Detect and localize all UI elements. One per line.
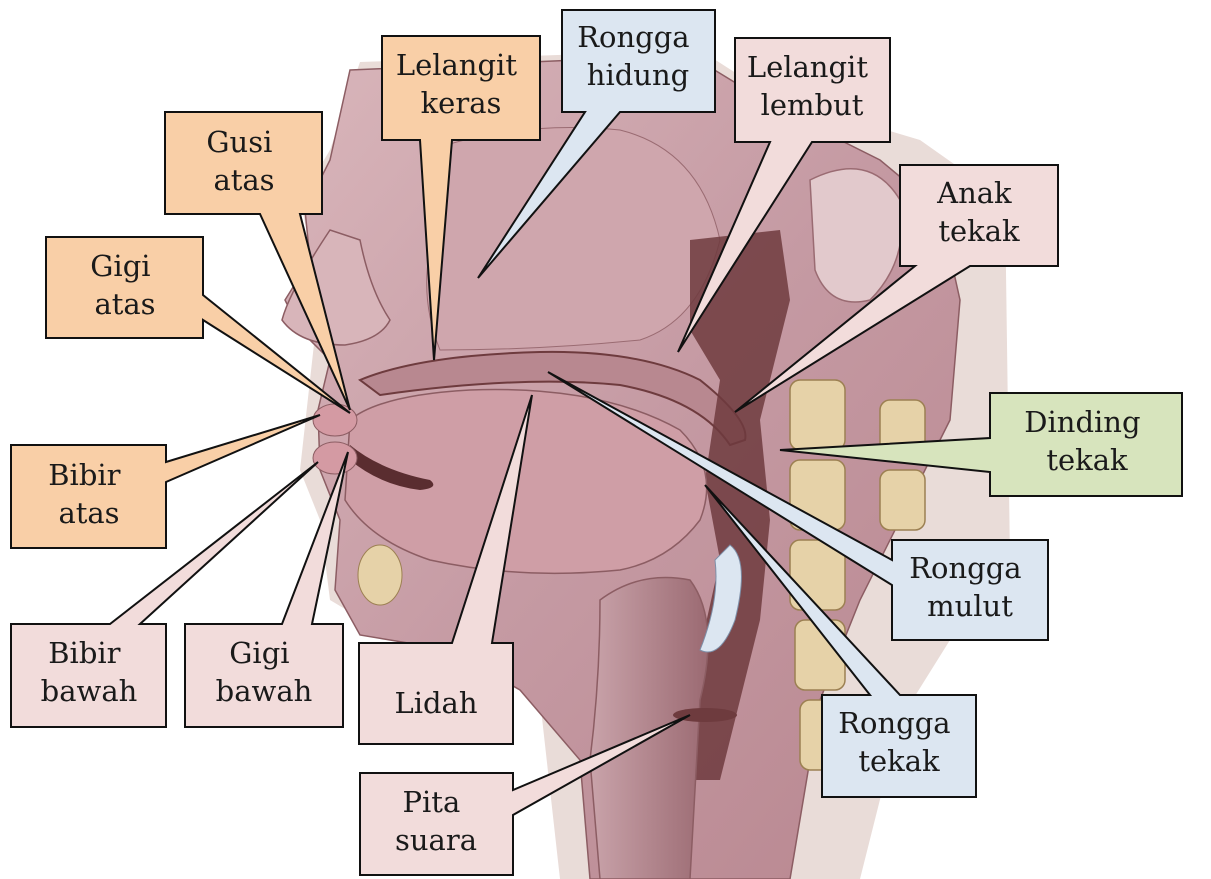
label-line-2: mulut xyxy=(927,589,1013,623)
label-line-1: Rongga xyxy=(838,706,950,740)
label-bibir-atas: Bibir atas xyxy=(11,415,320,548)
label-line-2: keras xyxy=(421,86,502,120)
label-line-1: Dinding xyxy=(1024,405,1140,439)
label-line-2: suara xyxy=(395,823,477,857)
label-line-2: hidung xyxy=(587,58,689,92)
lower-lip-shape xyxy=(313,442,357,474)
label-line-2: tekak xyxy=(858,744,940,778)
label-line-1: Gusi xyxy=(206,125,272,159)
label-line-2: atas xyxy=(213,163,274,197)
label-line-2: lembut xyxy=(761,88,864,122)
label-line-2: tekak xyxy=(1046,443,1128,477)
label-line-1: Rongga xyxy=(909,551,1021,585)
label-line-1: Rongga xyxy=(577,20,689,54)
label-line-1: Gigi xyxy=(229,636,289,670)
label-line-2: bawah xyxy=(216,674,313,708)
label-line-1: Lidah xyxy=(394,686,477,720)
label-line-1: Bibir xyxy=(48,636,120,670)
label-line-1: Bibir xyxy=(48,458,120,492)
label-line-1: Pita xyxy=(403,785,461,819)
larynx-shape xyxy=(590,578,708,879)
label-line-2: tekak xyxy=(938,214,1020,248)
label-line-1: Gigi xyxy=(90,249,150,283)
label-line-2: atas xyxy=(94,287,155,321)
label-line-2: bawah xyxy=(41,674,138,708)
label-line-1: Anak xyxy=(936,176,1012,210)
svg-text:Lidah: Lidah xyxy=(394,686,477,720)
label-line-2: atas xyxy=(58,496,119,530)
jaw-bone-shape xyxy=(358,545,402,605)
label-line-1: Lelangit xyxy=(396,48,518,82)
label-line-1: Lelangit xyxy=(747,50,869,84)
